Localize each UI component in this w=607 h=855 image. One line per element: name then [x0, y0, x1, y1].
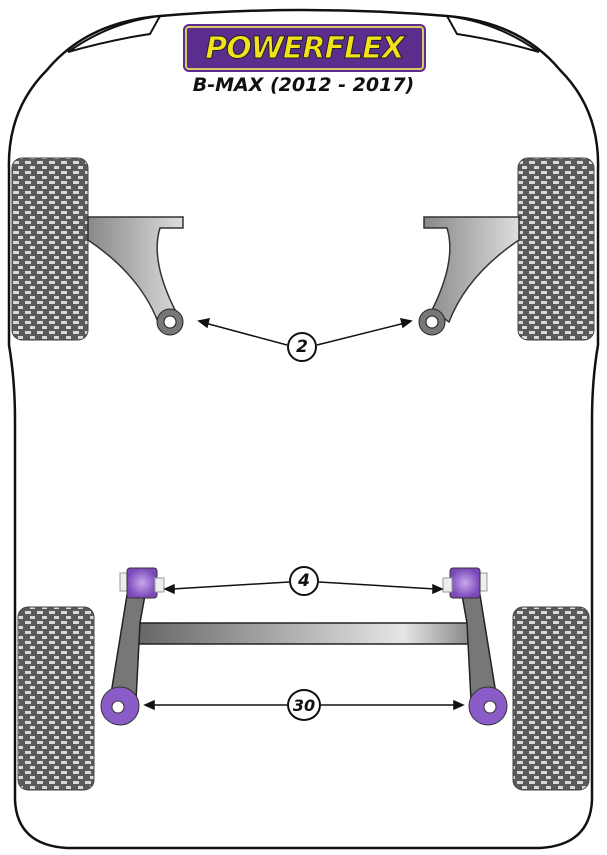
rear-left-mount-bush	[119, 567, 165, 599]
rear-left-tire	[17, 606, 95, 791]
right-mirror	[445, 14, 540, 53]
car-body-outline	[7, 8, 600, 850]
rear-right-mount-bush	[442, 567, 488, 599]
callout-2[interactable]: 2	[287, 332, 317, 362]
model-title: B-MAX (2012 - 2017)	[192, 74, 415, 96]
callout-30[interactable]: 30	[287, 689, 321, 721]
front-left-bush	[156, 308, 184, 336]
left-mirror	[67, 14, 162, 53]
front-left-arm	[87, 216, 184, 324]
powerflex-logo: POWERFLEX	[185, 26, 424, 70]
callout-4[interactable]: 4	[289, 566, 319, 596]
rear-beam-crossbar	[137, 622, 471, 645]
rear-left-hub-bush	[100, 686, 140, 726]
front-right-arm	[423, 216, 520, 324]
front-right-bush	[418, 308, 446, 336]
callout-arrows	[143, 318, 465, 711]
front-left-tire	[11, 157, 89, 341]
rear-left-trailing-arm	[109, 594, 146, 701]
rear-right-hub-bush	[468, 686, 508, 726]
rear-right-tire	[512, 606, 590, 791]
front-right-tire	[517, 157, 595, 341]
rear-right-trailing-arm	[461, 594, 498, 701]
